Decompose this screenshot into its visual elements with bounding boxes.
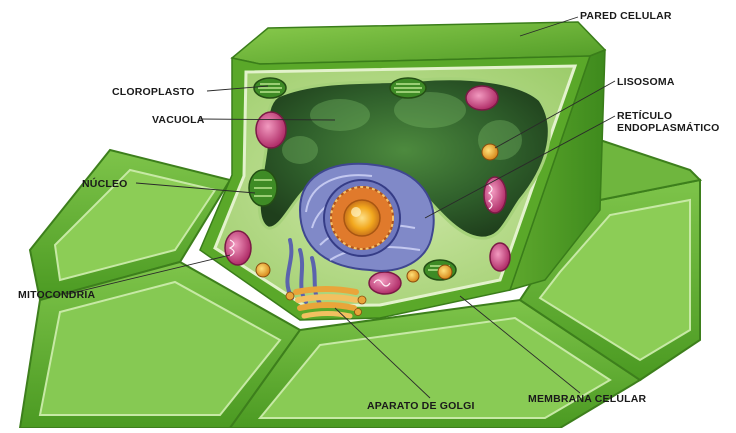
label-nucleo: NÚCLEO bbox=[82, 178, 128, 190]
vesicle-4 bbox=[407, 270, 419, 282]
label-cloroplasto: CLOROPLASTO bbox=[112, 86, 195, 98]
chloroplast-3 bbox=[249, 170, 277, 206]
mitochondrion-1 bbox=[225, 231, 251, 265]
nucleolus bbox=[344, 200, 380, 236]
label-aparato-de-golgi: APARATO DE GOLGI bbox=[367, 400, 475, 412]
label-vacuola: VACUOLA bbox=[152, 114, 205, 126]
vesicle-3 bbox=[438, 265, 452, 279]
vesicle-1 bbox=[482, 144, 498, 160]
label-mitocondria: MITOCONDRIA bbox=[18, 289, 95, 301]
label-reticulo-line2: ENDOPLASMÁTICO bbox=[617, 122, 720, 134]
label-pared-celular: PARED CELULAR bbox=[580, 10, 672, 22]
vesicle-2 bbox=[256, 263, 270, 277]
label-membrana-celular: MEMBRANA CELULAR bbox=[528, 393, 646, 405]
lysosome-2 bbox=[466, 86, 498, 110]
chloroplast-1 bbox=[254, 78, 286, 98]
label-reticulo-endoplasmatico: RETÍCULO ENDOPLASMÁTICO bbox=[617, 110, 720, 134]
chloroplast-2 bbox=[390, 78, 426, 98]
label-lisosoma: LISOSOMA bbox=[617, 76, 675, 88]
lysosome-1 bbox=[256, 112, 286, 148]
mitochondrion-4 bbox=[490, 243, 510, 271]
mitochondrion-2 bbox=[484, 177, 506, 213]
mitochondrion-3 bbox=[369, 272, 401, 294]
label-reticulo-line1: RETÍCULO bbox=[617, 110, 720, 122]
nucleus bbox=[324, 180, 400, 256]
